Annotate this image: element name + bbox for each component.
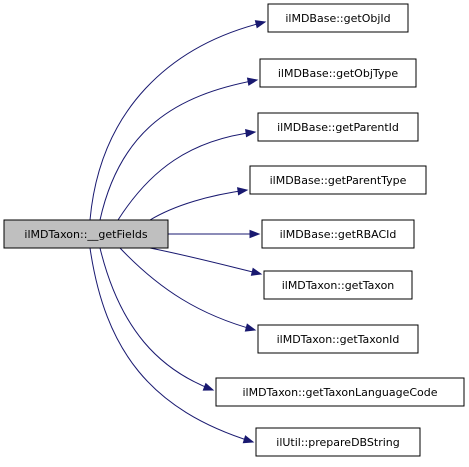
arrowhead-icon — [250, 267, 263, 276]
source-node-box — [3, 219, 169, 249]
target-node-box — [259, 58, 417, 88]
arrowhead-icon — [244, 323, 257, 332]
target-node-label: ilMDBase::getParentType — [270, 174, 407, 187]
call-edges — [89, 20, 267, 444]
target-node-preparedbstring[interactable]: ilUtil::prepareDBString — [255, 427, 421, 457]
target-node-getparentid[interactable]: ilMDBase::getParentId — [257, 112, 419, 142]
call-edge — [149, 247, 262, 275]
target-node-label: ilMDTaxon::getTaxonLanguageCode — [242, 386, 437, 399]
target-node-gettaxonlanguagecode[interactable]: ilMDTaxon::getTaxonLanguageCode — [215, 377, 465, 407]
target-node-label: ilMDTaxon::getTaxon — [282, 279, 395, 292]
target-node-box — [257, 112, 419, 142]
target-node-getrbacid[interactable]: ilMDBase::getRBACId — [261, 219, 415, 249]
arrowhead-icon — [254, 20, 267, 29]
target-node-label: ilMDTaxon::getTaxonId — [277, 333, 400, 346]
source-node-label: ilMDTaxon::__getFields — [24, 228, 147, 241]
target-node-box — [249, 165, 427, 195]
arrowhead-icon — [242, 435, 255, 444]
target-node-gettaxonid[interactable]: ilMDTaxon::getTaxonId — [257, 324, 419, 354]
call-edge — [117, 131, 256, 221]
call-edge — [99, 247, 214, 391]
target-node-box — [261, 219, 415, 249]
call-edge — [99, 79, 258, 221]
call-edge — [89, 247, 254, 443]
call-edge — [149, 189, 248, 221]
arrowhead-icon — [245, 128, 257, 138]
target-node-getparenttype[interactable]: ilMDBase::getParentType — [249, 165, 427, 195]
call-edge — [89, 21, 266, 221]
target-node-gettaxon[interactable]: ilMDTaxon::getTaxon — [263, 270, 413, 300]
arrowhead-icon — [202, 382, 215, 391]
target-node-label: ilMDBase::getObjId — [285, 12, 390, 25]
arrowhead-icon — [249, 229, 261, 239]
target-node-getobjid[interactable]: ilMDBase::getObjId — [267, 3, 409, 33]
target-node-getobjtype[interactable]: ilMDBase::getObjType — [259, 58, 417, 88]
target-node-label: ilMDBase::getObjType — [278, 67, 399, 80]
target-node-box — [263, 270, 413, 300]
target-node-box — [215, 377, 465, 407]
target-node-label: ilMDBase::getParentId — [277, 121, 399, 134]
target-node-label: ilUtil::prepareDBString — [276, 436, 399, 449]
arrowhead-icon — [237, 187, 249, 196]
arrowhead-icon — [246, 77, 259, 86]
target-node-box — [267, 3, 409, 33]
source-node[interactable]: ilMDTaxon::__getFields — [3, 219, 169, 249]
call-edge — [119, 247, 256, 331]
target-node-label: ilMDBase::getRBACId — [280, 228, 397, 241]
target-node-box — [257, 324, 419, 354]
target-node-box — [255, 427, 421, 457]
